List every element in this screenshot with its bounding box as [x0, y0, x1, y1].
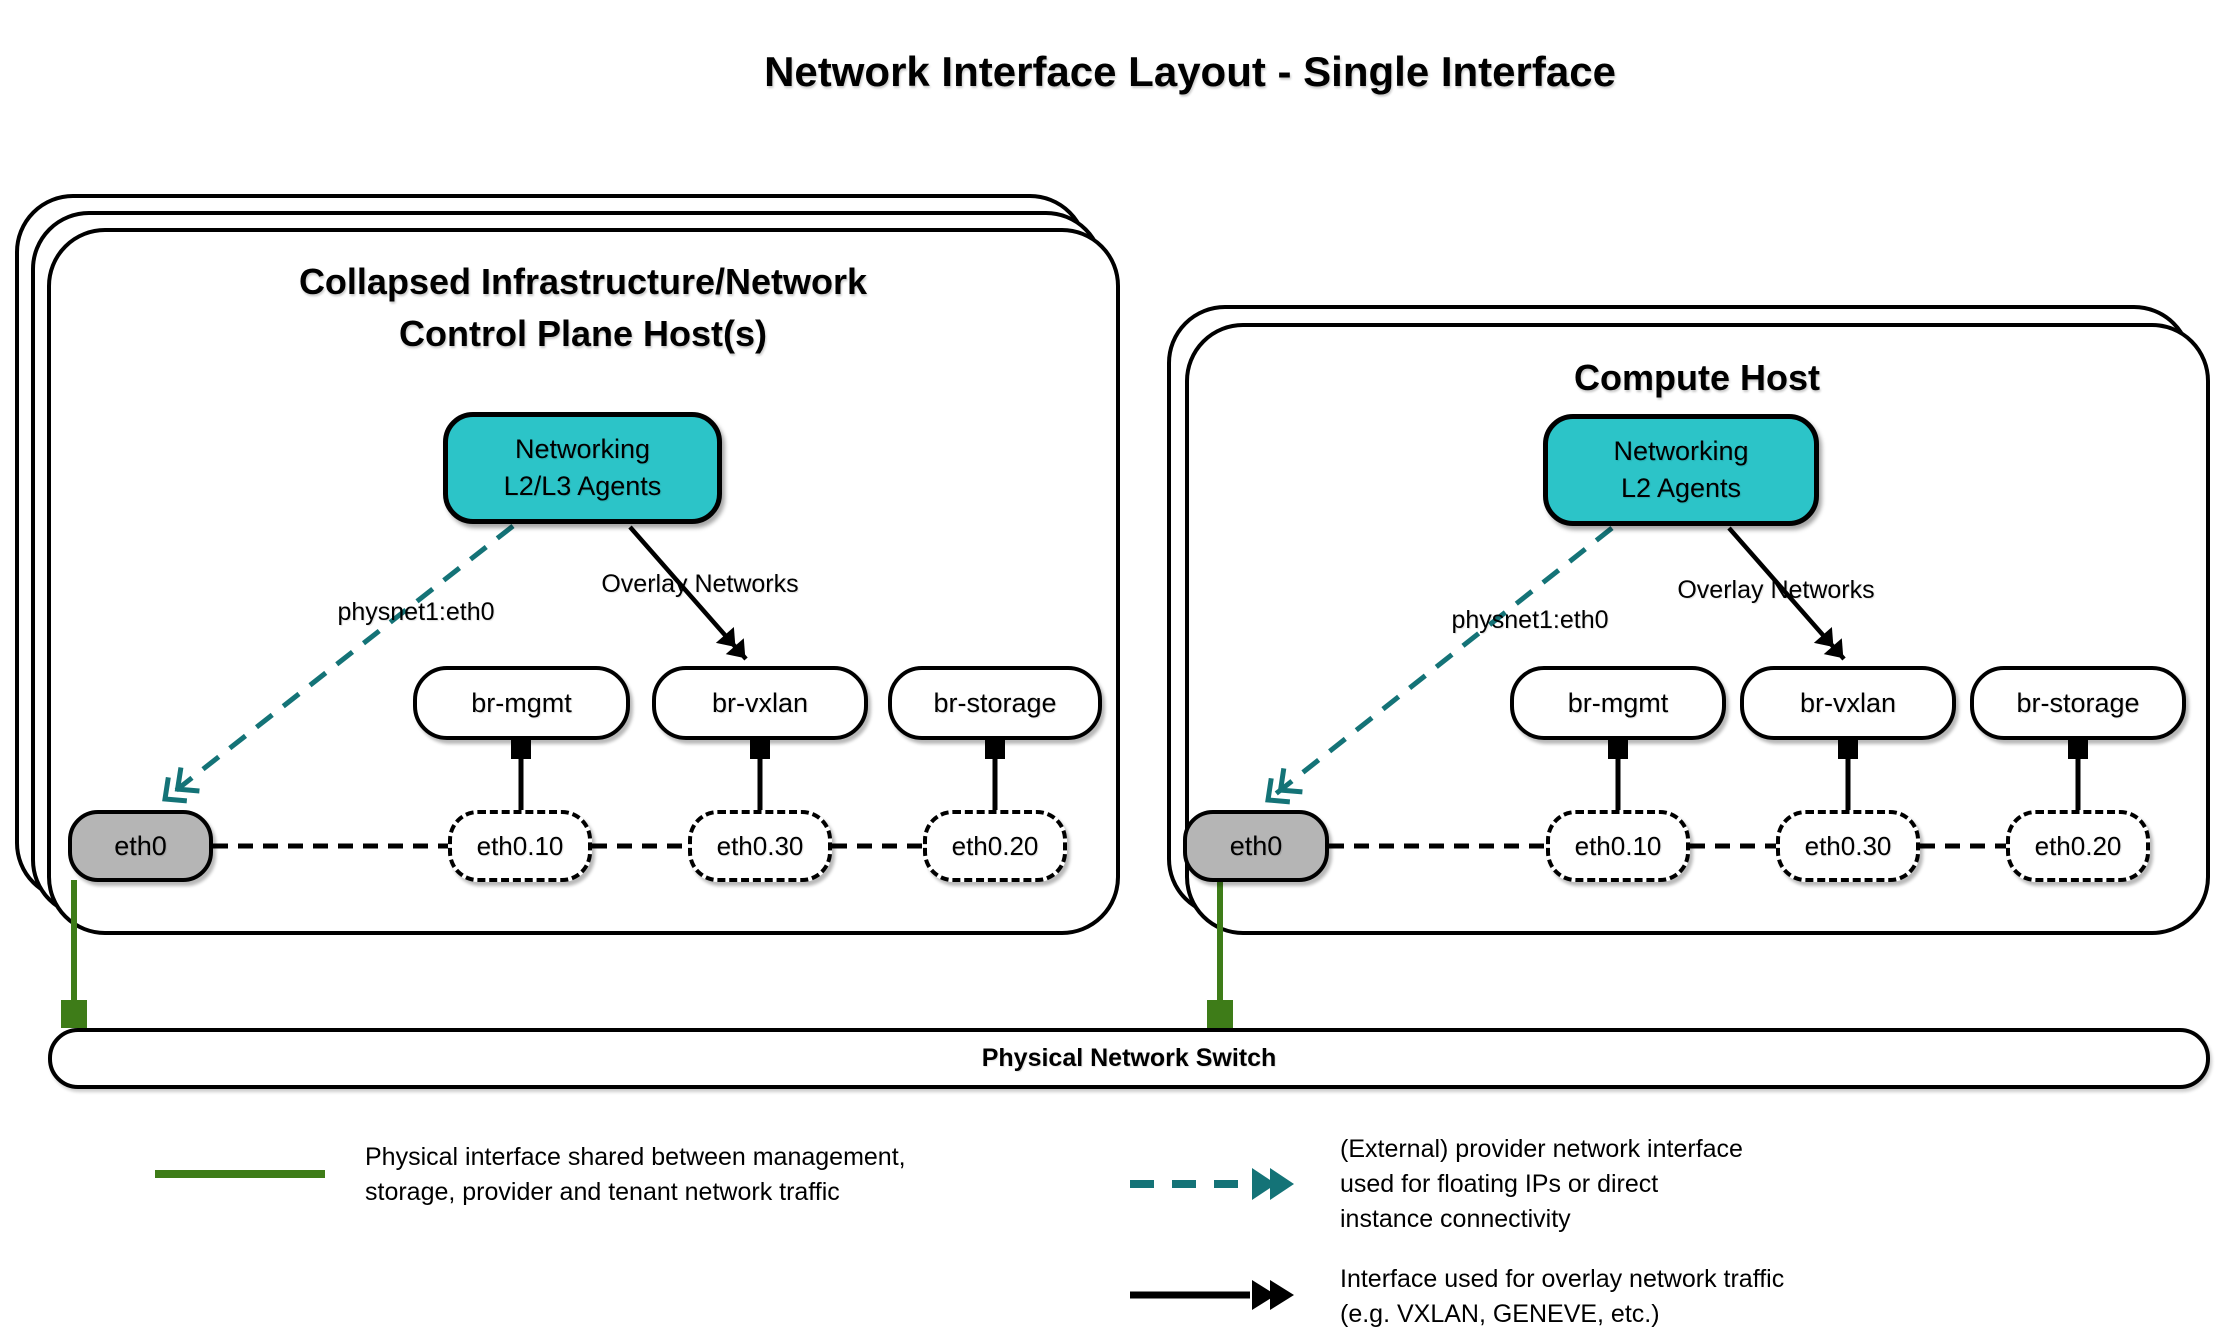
control-networking-agents-box: Networking L2/L3 Agents — [443, 412, 722, 524]
legend-provider-arrow-symbol — [1130, 1168, 1294, 1200]
control-bridge-br-storage: br-storage — [888, 666, 1102, 740]
legend-provider-line1: (External) provider network interface — [1340, 1135, 1743, 1163]
control-bridge-br-vxlan: br-vxlan — [652, 666, 868, 740]
compute-host-title-line1: Compute Host — [1574, 357, 1820, 398]
control-agent-label-line1: Networking — [514, 434, 651, 464]
compute-vlan-eth0-20: eth0.20 — [2006, 810, 2150, 882]
compute-bridge-br-storage: br-storage — [1970, 666, 2186, 740]
control-uplink-port — [61, 1000, 87, 1028]
control-interface-eth0: eth0 — [68, 810, 213, 882]
control-agent-label-line2: L2/L3 Agents — [503, 471, 662, 501]
control-vlan-eth0-30: eth0.30 — [688, 810, 832, 882]
compute-vlan-eth0-10: eth0.10 — [1546, 810, 1690, 882]
legend-overlay-arrow-symbol — [1130, 1280, 1294, 1310]
control-overlay-route-label: Overlay Networks — [601, 570, 799, 598]
page-title: Network Interface Layout - Single Interf… — [764, 48, 1616, 95]
compute-interface-eth0: eth0 — [1183, 810, 1329, 882]
legend-provider-line2: used for floating IPs or direct — [1340, 1170, 1659, 1198]
compute-bridge-br-mgmt: br-mgmt — [1510, 666, 1726, 740]
control-bridge-br-mgmt: br-mgmt — [413, 666, 630, 740]
legend-overlay-line1: Interface used for overlay network traff… — [1340, 1265, 1785, 1293]
legend-overlay-line2: (e.g. VXLAN, GENEVE, etc.) — [1340, 1300, 1660, 1328]
control-provider-route-label: physnet1:eth0 — [337, 598, 495, 626]
legend-overlay-text: Interface used for overlay network traff… — [1340, 1262, 1784, 1332]
legend-physical-line2: storage, provider and tenant network tra… — [365, 1178, 840, 1206]
legend-physical-text: Physical interface shared between manage… — [365, 1140, 906, 1210]
compute-agent-label-line2: L2 Agents — [1620, 473, 1742, 503]
compute-agent-label-line1: Networking — [1613, 436, 1749, 466]
legend-provider-line3: instance connectivity — [1340, 1205, 1571, 1233]
compute-bridge-br-vxlan: br-vxlan — [1740, 666, 1956, 740]
control-host-title-line2: Control Plane Host(s) — [398, 313, 767, 354]
compute-vlan-eth0-30: eth0.30 — [1776, 810, 1920, 882]
control-vlan-eth0-20: eth0.20 — [923, 810, 1067, 882]
compute-uplink-port — [1207, 1000, 1233, 1028]
legend-physical-line1: Physical interface shared between manage… — [365, 1143, 906, 1171]
legend-provider-text: (External) provider network interface us… — [1340, 1132, 1743, 1237]
compute-provider-route-label: physnet1:eth0 — [1451, 606, 1609, 634]
compute-host-title: Compute Host — [1397, 352, 1997, 404]
compute-networking-agents-box: Networking L2 Agents — [1543, 414, 1819, 526]
control-host-title-line1: Collapsed Infrastructure/Network — [298, 261, 868, 302]
physical-network-switch: Physical Network Switch — [48, 1028, 2210, 1089]
control-vlan-eth0-10: eth0.10 — [448, 810, 592, 882]
compute-overlay-route-label: Overlay Networks — [1677, 576, 1875, 604]
control-host-title: Collapsed Infrastructure/Network Control… — [133, 256, 1033, 360]
